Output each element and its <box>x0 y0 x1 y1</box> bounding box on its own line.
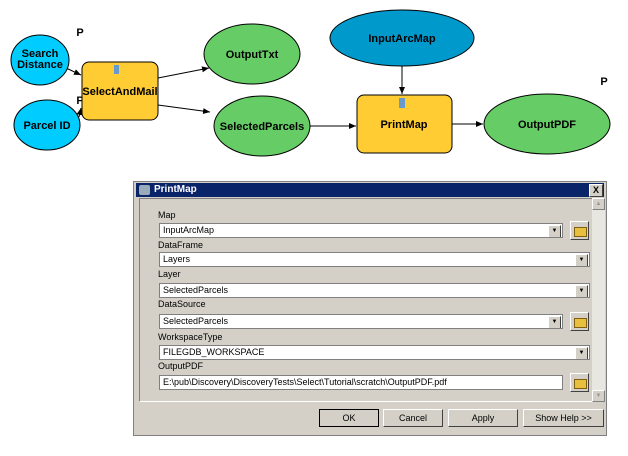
scroll-up-button[interactable]: ▲ <box>592 198 605 210</box>
vertical-scrollbar[interactable]: ▲ ▼ <box>592 198 605 402</box>
connector <box>157 66 210 79</box>
script-tool-icon <box>139 185 150 195</box>
printmap-dialog: PrintMap X Map InputArcMap ▼ DataFrame La… <box>133 181 607 436</box>
dataframe-value: Layers <box>163 254 191 264</box>
node-parcel-id[interactable]: Parcel ID <box>13 99 81 151</box>
browse-outputpdf-button[interactable] <box>570 373 589 392</box>
connector <box>76 107 83 118</box>
node-output-txt[interactable]: OutputTxt <box>203 23 301 85</box>
folder-icon <box>574 227 587 237</box>
scroll-down-button[interactable]: ▼ <box>592 390 605 402</box>
layer-value: SelectedParcels <box>163 285 229 295</box>
connector <box>65 67 82 76</box>
ok-button[interactable]: OK <box>319 409 379 427</box>
chevron-down-icon[interactable]: ▼ <box>575 347 588 359</box>
param-marker: P <box>76 27 83 39</box>
svg-text:Search: Search <box>22 48 59 60</box>
map-combobox[interactable]: InputArcMap ▼ <box>159 223 563 238</box>
outputpdf-value: E:\pub\Discovery\DiscoveryTests\Select\T… <box>163 377 447 387</box>
dataframe-label: DataFrame <box>158 240 204 250</box>
dialog-title-bar[interactable]: PrintMap X <box>136 183 604 197</box>
apply-button[interactable]: Apply <box>448 409 518 427</box>
workspacetype-label: WorkspaceType <box>158 332 223 342</box>
node-select-and-mail[interactable]: SelectAndMail <box>81 61 159 121</box>
chevron-down-icon[interactable]: ▼ <box>548 316 561 328</box>
datasource-combobox[interactable]: SelectedParcels ▼ <box>159 314 563 329</box>
layer-label: Layer <box>158 269 181 279</box>
datasource-label: DataSource <box>158 299 206 309</box>
node-print-map[interactable]: PrintMap <box>356 94 453 154</box>
node-output-pdf[interactable]: OutputPDF <box>483 93 611 155</box>
svg-text:OutputPDF: OutputPDF <box>518 119 576 131</box>
svg-text:PrintMap: PrintMap <box>380 119 427 131</box>
map-label: Map <box>158 210 176 220</box>
dataframe-combobox[interactable]: Layers ▼ <box>159 252 590 267</box>
chevron-down-icon[interactable]: ▼ <box>548 225 561 237</box>
chevron-down-icon[interactable]: ▼ <box>575 285 588 297</box>
model-tool-icon <box>114 65 119 74</box>
svg-text:Parcel ID: Parcel ID <box>23 120 70 132</box>
model-diagram: Search Distance Parcel ID P P P SelectAn… <box>10 9 611 157</box>
parameters-panel: Map InputArcMap ▼ DataFrame Layers ▼ Layer… <box>139 198 604 402</box>
dialog-title: PrintMap <box>154 184 197 195</box>
node-search-distance[interactable]: Search Distance <box>10 34 70 86</box>
workspacetype-combobox[interactable]: FILEGDB_WORKSPACE ▼ <box>159 345 590 360</box>
workspacetype-value: FILEGDB_WORKSPACE <box>163 347 265 357</box>
datasource-value: SelectedParcels <box>163 316 229 326</box>
folder-icon <box>574 379 587 389</box>
browse-datasource-button[interactable] <box>570 312 589 331</box>
folder-icon <box>574 318 587 328</box>
svg-text:SelectedParcels: SelectedParcels <box>220 121 304 133</box>
svg-text:InputArcMap: InputArcMap <box>368 33 436 45</box>
node-input-arc-map[interactable]: InputArcMap <box>329 9 475 67</box>
param-marker: P <box>600 76 607 88</box>
show-help-button[interactable]: Show Help >> <box>523 409 604 427</box>
svg-text:Distance: Distance <box>17 59 63 71</box>
cancel-button[interactable]: Cancel <box>383 409 443 427</box>
map-value: InputArcMap <box>163 225 215 235</box>
script-tool-icon <box>399 98 405 108</box>
svg-text:SelectAndMail: SelectAndMail <box>82 86 157 98</box>
param-marker: P <box>76 95 83 107</box>
connector <box>157 104 211 115</box>
close-button[interactable]: X <box>589 184 603 197</box>
node-selected-parcels[interactable]: SelectedParcels <box>213 95 311 157</box>
svg-text:OutputTxt: OutputTxt <box>226 49 279 61</box>
browse-map-button[interactable] <box>570 221 589 240</box>
chevron-down-icon[interactable]: ▼ <box>575 254 588 266</box>
outputpdf-input[interactable]: E:\pub\Discovery\DiscoveryTests\Select\T… <box>159 375 563 390</box>
layer-combobox[interactable]: SelectedParcels ▼ <box>159 283 590 298</box>
outputpdf-label: OutputPDF <box>158 361 204 371</box>
